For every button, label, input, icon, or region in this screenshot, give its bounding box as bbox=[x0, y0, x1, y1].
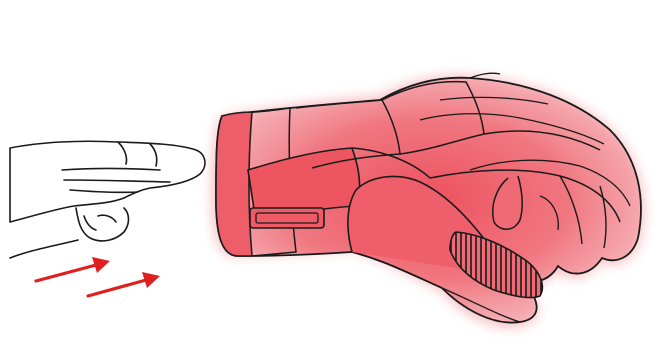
hand-icon bbox=[10, 141, 205, 258]
glove-icon bbox=[212, 73, 644, 327]
arrow-icon bbox=[36, 257, 160, 296]
